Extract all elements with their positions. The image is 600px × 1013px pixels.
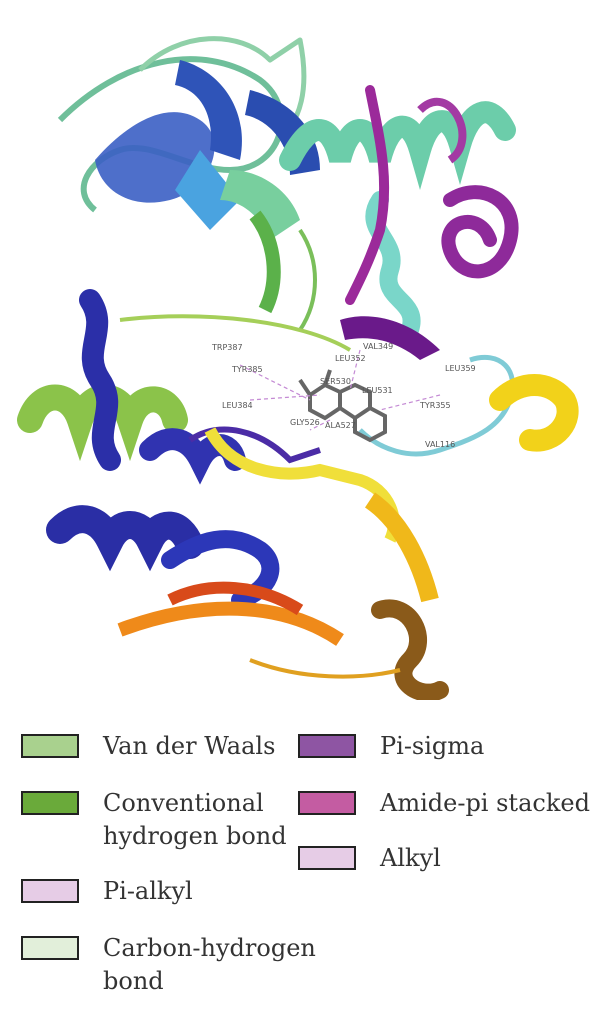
residue-label-leu531: LEU531 <box>362 386 393 395</box>
legend-label: Pi-sigma <box>380 732 485 760</box>
protein-ribbon-diagram: TRP387 TYR385 LEU384 VAL349 LEU352 LEU35… <box>17 36 579 700</box>
legend-swatch <box>298 846 356 870</box>
ribbon-orange <box>117 581 449 700</box>
legend-swatch <box>21 734 79 758</box>
legend-item-conventional-hydrogen-bond: Conventional hydrogen bond <box>21 787 287 853</box>
ribbon-helix-green <box>17 314 352 461</box>
interaction-lines <box>239 349 441 431</box>
ribbon-helix-purple <box>340 85 519 360</box>
legend-swatch <box>21 936 79 960</box>
residue-label-trp387: TRP387 <box>211 343 243 352</box>
legend-label: Pi-alkyl <box>103 877 193 905</box>
residue-label-leu359: LEU359 <box>445 364 476 373</box>
legend-label: Van der Waals <box>103 732 276 760</box>
residue-label-val349: VAL349 <box>363 342 393 351</box>
residue-label-leu352: LEU352 <box>335 354 366 363</box>
legend-item-van-der-waals: Van der Waals <box>21 730 275 763</box>
residue-label-val116: VAL116 <box>425 440 455 449</box>
legend-swatch <box>298 791 356 815</box>
legend-label: Alkyl <box>380 844 441 872</box>
legend-label: Carbon-hydrogen bond <box>103 934 316 995</box>
legend-item-pi-alkyl: Pi-alkyl <box>21 875 193 908</box>
residue-label-tyr355: TYR355 <box>419 401 451 410</box>
ribbon-helix-teal <box>279 101 516 457</box>
legend-label: Conventional hydrogen bond <box>103 789 287 850</box>
legend-item-alkyl: Alkyl <box>298 842 441 875</box>
legend-swatch <box>21 879 79 903</box>
residue-label-ser530: SER530 <box>320 377 351 386</box>
ribbon-yellow <box>204 374 579 603</box>
legend-swatch <box>298 734 356 758</box>
residue-label-tyr385: TYR385 <box>231 365 263 374</box>
legend-item-pi-sigma: Pi-sigma <box>298 730 484 763</box>
legend-item-amide-pi-stacked: Amide-pi stacked <box>298 787 590 820</box>
legend-item-carbon-hydrogen-bond: Carbon-hydrogen bond <box>21 932 316 998</box>
ribbon-sheets-top <box>57 36 320 332</box>
residue-label-gly526: GLY526 <box>290 418 320 427</box>
residue-label-leu384: LEU384 <box>222 401 253 410</box>
legend-swatch <box>21 791 79 815</box>
residue-label-ala527: ALA527 <box>325 421 356 430</box>
ligand-structure <box>298 369 387 443</box>
ribbon-helix-blue <box>46 289 321 609</box>
legend-label: Amide-pi stacked <box>380 789 590 817</box>
